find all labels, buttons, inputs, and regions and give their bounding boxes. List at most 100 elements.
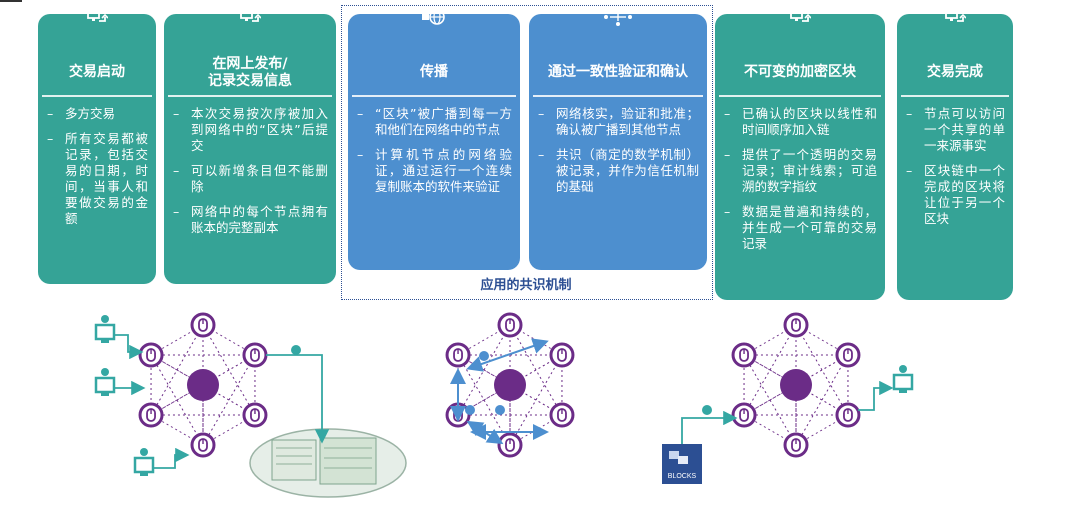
mouse-node-icon xyxy=(835,342,861,368)
card-title: 在网上发布/ 记录交易信息 xyxy=(168,56,332,90)
computer-arrow-icon xyxy=(38,7,156,29)
flow-arrow xyxy=(681,410,738,444)
bullet-list: 多方交易 所有交易都被记录，包括交易的日期，时间，当事人和要做交易的金额 xyxy=(47,106,148,236)
flow-arrow xyxy=(153,447,190,469)
bullet-item: 网络中的每个节点拥有账本的完整副本 xyxy=(173,204,328,236)
bullet-item: 所有交易都被记录，包括交易的日期，时间，当事人和要做交易的金额 xyxy=(47,131,148,227)
card-title: 不可变的加密区块 xyxy=(744,64,856,80)
computer-icon xyxy=(892,373,914,391)
card-title: 交易完成 xyxy=(927,64,983,80)
card-title-line: 在网上发布/ xyxy=(212,56,288,72)
data-dot xyxy=(465,405,475,415)
bullet-list: 本次交易按次序被加入到网络中的“区块”后提交 可以新增条目但不能删除 网络中的每… xyxy=(173,106,328,245)
computer-icon xyxy=(133,456,155,474)
flow-arrow xyxy=(266,354,330,444)
bullet-item: 数据是普遍和持续的，并生成一个可靠的交易记录 xyxy=(724,204,877,252)
bullet-list: 已确认的区块以线性和时间顺序加入链 提供了一个透明的交易记录；审计线索；可追溯的… xyxy=(724,106,877,261)
card-transaction-complete: 交易完成 节点可以访问一个共享的单一来源事实 区块链中一个完成的区块将让位于另一… xyxy=(897,8,1013,300)
bullet-item: 计算机节点的网络验证，通过运行一个连续复制账本的软件来验证 xyxy=(357,147,512,195)
card-transaction-start: 交易启动 多方交易 所有交易都被记录，包括交易的日期，时间，当事人和要做交易的金… xyxy=(38,8,156,284)
node-network xyxy=(445,312,575,458)
user-dot xyxy=(140,448,148,456)
card-immutable-block: 不可变的加密区块 已确认的区块以线性和时间顺序加入链 提供了一个透明的交易记录；… xyxy=(715,8,885,300)
bullet-item: 可以新增条目但不能删除 xyxy=(173,163,328,195)
computer-arrow-icon xyxy=(164,7,336,29)
computer-stand xyxy=(101,340,109,343)
mouse-node-icon xyxy=(835,402,861,428)
data-dot xyxy=(702,405,712,415)
user-dot xyxy=(101,315,109,323)
mouse-node-icon xyxy=(138,342,164,368)
user-group-right xyxy=(681,365,914,444)
mouse-node-icon xyxy=(497,312,523,338)
bullet-item: 网络核实，验证和批准；确认被广播到其他节点 xyxy=(538,106,699,138)
bullet-item: 区块链中一个完成的区块将让位于另一个区块 xyxy=(906,163,1005,227)
mouse-node-icon xyxy=(190,432,216,458)
flow-arrow xyxy=(114,334,144,360)
computer-icon xyxy=(94,323,116,341)
computer-arrow-icon xyxy=(897,7,1013,29)
mouse-node-icon xyxy=(497,432,523,458)
mouse-node-icon xyxy=(549,402,575,428)
broadcast-arrows xyxy=(450,338,549,445)
mouse-node-icon xyxy=(190,312,216,338)
card-title: 通过一致性验证和确认 xyxy=(548,64,688,80)
card-divider xyxy=(533,95,703,97)
card-divider xyxy=(352,95,516,97)
computer-icon xyxy=(94,376,116,394)
consensus-dots-icon xyxy=(529,7,707,29)
mouse-node-icon xyxy=(242,342,268,368)
mouse-node-icon xyxy=(138,402,164,428)
computer-stand xyxy=(899,390,907,393)
blocks-label: BLOCKS xyxy=(668,473,697,480)
bullet-list: “区块”被广播到每一方和他们在网络中的节点 计算机节点的网络验证，通过运行一个连… xyxy=(357,106,512,204)
bullet-list: 网络核实，验证和批准；确认被广播到其他节点 共识（商定的数学机制）被记录，并作为… xyxy=(538,106,699,204)
corner-mark xyxy=(0,0,22,8)
card-divider xyxy=(42,95,152,97)
blocks-icon: BLOCKS xyxy=(662,444,702,484)
data-dot xyxy=(291,345,301,355)
card-broadcast: 传播 “区块”被广播到每一方和他们在网络中的节点 计算机节点的网络验证，通过运行… xyxy=(348,9,520,270)
user-dot xyxy=(899,365,907,373)
card-divider xyxy=(901,95,1009,97)
node-network xyxy=(731,312,861,458)
mouse-node-icon xyxy=(731,402,757,428)
consensus-frame xyxy=(341,5,713,300)
bullet-item: 已确认的区块以线性和时间顺序加入链 xyxy=(724,106,877,138)
user-dot xyxy=(101,368,109,376)
globe-broadcast-icon xyxy=(348,7,520,29)
card-publish-record: 在网上发布/ 记录交易信息 本次交易按次序被加入到网络中的“区块”后提交 可以新… xyxy=(164,8,336,284)
center-node xyxy=(187,369,219,401)
consensus-label: 应用的共识机制 xyxy=(480,278,572,293)
card-consensus-validation: 通过一致性验证和确认 网络核实，验证和批准；确认被广播到其他节点 共识（商定的数… xyxy=(529,8,707,270)
bullet-item: 本次交易按次序被加入到网络中的“区块”后提交 xyxy=(173,106,328,154)
computer-stand xyxy=(101,393,109,396)
bullet-item: 节点可以访问一个共享的单一来源事实 xyxy=(906,106,1005,154)
user-group-left xyxy=(94,315,330,476)
mouse-node-icon xyxy=(783,312,809,338)
center-node xyxy=(494,369,526,401)
card-title-line: 记录交易信息 xyxy=(208,73,292,89)
flow-arrow xyxy=(858,380,894,411)
computer-stand xyxy=(140,473,148,476)
mouse-node-icon xyxy=(549,342,575,368)
data-dot xyxy=(495,405,505,415)
card-divider xyxy=(719,95,881,97)
data-dot xyxy=(479,351,489,361)
mouse-node-icon xyxy=(242,402,268,428)
broadcast-arrow xyxy=(466,338,549,372)
ledger-illustration xyxy=(249,428,407,498)
mouse-node-icon xyxy=(731,342,757,368)
bullet-item: “区块”被广播到每一方和他们在网络中的节点 xyxy=(357,106,512,138)
bullet-item: 共识（商定的数学机制）被记录，并作为信任机制的基础 xyxy=(538,147,699,195)
bullet-item: 多方交易 xyxy=(47,106,148,122)
card-title: 交易启动 xyxy=(69,64,125,80)
computer-arrow-icon xyxy=(715,7,885,29)
bullet-list: 节点可以访问一个共享的单一来源事实 区块链中一个完成的区块将让位于另一个区块 xyxy=(906,106,1005,236)
card-divider xyxy=(168,95,332,97)
mouse-node-icon xyxy=(783,432,809,458)
bullet-item: 提供了一个透明的交易记录；审计线索；可追溯的数字指纹 xyxy=(724,147,877,195)
mouse-node-icon xyxy=(445,342,471,368)
card-title: 传播 xyxy=(420,64,448,80)
